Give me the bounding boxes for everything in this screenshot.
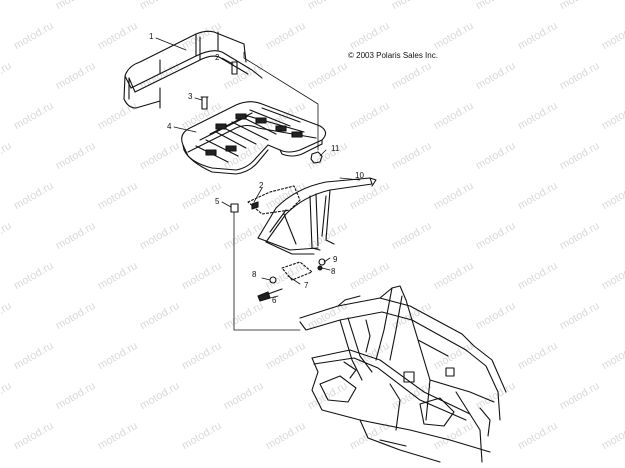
callout-3: 3 xyxy=(188,92,193,101)
callout-11: 11 xyxy=(331,144,340,153)
callout-7: 7 xyxy=(304,281,309,290)
callout-5: 5 xyxy=(215,197,220,206)
part-nut-11 xyxy=(310,151,323,164)
part-rear-rack-rail xyxy=(123,30,263,109)
callout-2-upper: 2 xyxy=(215,53,220,62)
callout-8-right: 8 xyxy=(331,267,336,276)
part-bracket-lower xyxy=(247,185,301,215)
part-support-frame xyxy=(257,177,377,255)
callout-9: 9 xyxy=(333,255,338,264)
callout-4: 4 xyxy=(167,122,172,131)
copyright-text: © 2003 Polaris Sales Inc. xyxy=(348,51,438,60)
part-spacer-5 xyxy=(230,203,239,213)
part-hardware-group xyxy=(257,258,326,302)
vehicle-frame xyxy=(299,285,507,463)
part-rack-platform xyxy=(181,101,327,175)
callout-2-lower: 2 xyxy=(259,181,264,190)
part-bolt-3 xyxy=(200,96,209,110)
leader-lines xyxy=(155,37,361,331)
part-bolt-upper xyxy=(231,61,238,75)
callout-6: 6 xyxy=(272,296,277,305)
callout-1: 1 xyxy=(149,32,154,41)
callout-10: 10 xyxy=(355,171,364,180)
callout-8-left: 8 xyxy=(252,270,257,279)
